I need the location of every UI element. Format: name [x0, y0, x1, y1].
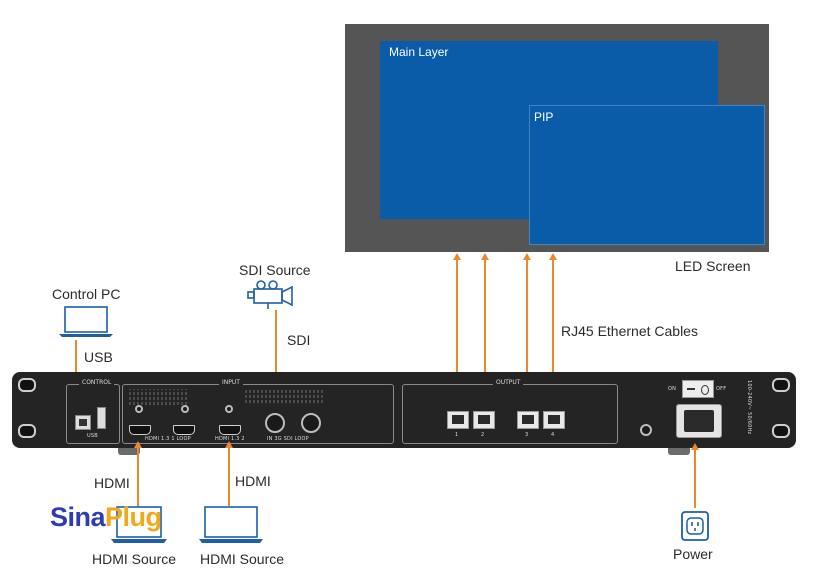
hdmi-source-label-right: HDMI Source [200, 551, 285, 567]
control-panel-title: CONTROL [79, 379, 115, 386]
usb-label: USB [84, 349, 113, 365]
hdmi-port2-label: HDMI 1.3 2 [215, 436, 245, 442]
arrow-up-icon [523, 253, 531, 260]
usb-a-port [97, 407, 106, 429]
video-camera-icon [247, 280, 293, 309]
switch-off-label: OFF [716, 386, 727, 392]
device-foot [668, 448, 690, 455]
sdi-source-label: SDI Source [239, 262, 311, 278]
rj45-port-1 [447, 411, 469, 429]
pip-layer: PIP [529, 105, 765, 245]
arrow-up-icon [691, 443, 699, 450]
logo-part-1: Sina [50, 502, 106, 532]
logo-part-2: Plug [105, 502, 162, 532]
power-label: Power [673, 546, 713, 562]
sdi-cable [275, 310, 277, 386]
power-spec-label: 100-240V~ 50/60Hz [746, 380, 752, 435]
input-panel: INPUT HDMI 1.3 1 LOOP HDMI 1.3 2 IN 3G S… [122, 379, 394, 444]
hdmi-loop-port [173, 425, 195, 435]
rj45-cable-2 [484, 258, 486, 408]
arrow-up-icon [549, 253, 557, 260]
hdmi-port-1 [129, 425, 151, 435]
arrow-up-icon [134, 441, 142, 448]
hdmi-label-right: HDMI [235, 473, 271, 489]
sdi-port-label: IN 3G SDI LOOP [267, 436, 309, 442]
arrow-up-icon [481, 253, 489, 260]
sdi-loop-port [301, 413, 321, 433]
rack-ear-hole [772, 378, 790, 392]
control-panel: CONTROL USB [66, 379, 120, 444]
switch-on-label: ON [668, 386, 677, 392]
hdmi-cable-left [137, 446, 139, 516]
arrow-up-icon [453, 253, 461, 260]
hdmi-cable-right [228, 446, 230, 506]
hdmi-port1-label: HDMI 1.3 1 LOOP [145, 436, 191, 442]
power-cable [694, 448, 696, 508]
laptop-icon [111, 506, 167, 543]
input-panel-title: INPUT [219, 379, 243, 386]
rj45-cable-4 [552, 258, 554, 408]
screw-hole [225, 405, 233, 413]
output-panel: OUTPUT 1 2 3 4 [402, 379, 618, 444]
output-port-number: 1 [455, 432, 459, 438]
rj45-cable-3 [526, 258, 528, 408]
output-port-number: 3 [525, 432, 529, 438]
output-port-number: 2 [481, 432, 485, 438]
vent-grille [129, 389, 189, 405]
usb-b-port [75, 415, 91, 430]
laptop-icon [59, 306, 113, 337]
sdi-in-port [265, 413, 285, 433]
rj45-port-4 [543, 411, 565, 429]
rj45-port-2 [473, 411, 495, 429]
sinaplug-logo: SinaPlug [50, 502, 162, 533]
control-pc-label: Control PC [52, 286, 121, 302]
power-switch [682, 380, 714, 398]
pip-label: PIP [534, 110, 554, 124]
hdmi-label-left: HDMI [94, 475, 130, 491]
power-outlet-icon [681, 511, 709, 541]
rack-ear-hole [772, 424, 790, 438]
usb-port-label: USB [87, 433, 98, 439]
output-port-number: 4 [551, 432, 555, 438]
rj45-cable-1 [456, 258, 458, 408]
iec-power-socket [676, 404, 722, 438]
main-layer-label: Main Layer [389, 45, 449, 59]
screw-hole [135, 405, 143, 413]
led-screen-label: LED Screen [675, 258, 751, 274]
vent-grille [245, 389, 325, 403]
device-foot [118, 448, 140, 455]
rj45-port-3 [517, 411, 539, 429]
ground-terminal-icon [640, 424, 652, 436]
screw-hole [181, 405, 189, 413]
rack-ear-hole [18, 424, 36, 438]
laptop-icon [199, 506, 263, 543]
hdmi-port-2 [219, 425, 241, 435]
sdi-label: SDI [287, 332, 311, 348]
video-processor-device: CONTROL USB INPUT HDMI 1.3 1 LOOP HDMI 1… [12, 372, 796, 448]
rj45-label: RJ45 Ethernet Cables [561, 323, 698, 339]
arrow-up-icon [225, 441, 233, 448]
rack-ear-hole [18, 378, 36, 392]
hdmi-source-label-left: HDMI Source [92, 551, 177, 567]
output-panel-title: OUTPUT [493, 379, 524, 386]
